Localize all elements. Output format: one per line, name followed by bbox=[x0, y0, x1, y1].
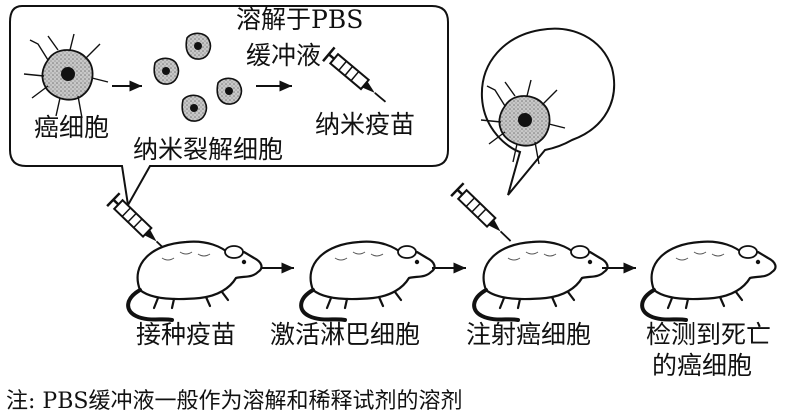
nano-vaccine-label: 纳米疫苗 bbox=[315, 111, 415, 139]
step-3-label: 注射癌细胞 bbox=[466, 321, 591, 349]
nano-lysed-cell-1 bbox=[186, 33, 210, 59]
process-bubble bbox=[10, 6, 448, 205]
cancer-cell-label: 癌细胞 bbox=[34, 114, 109, 142]
injection-syringe bbox=[451, 183, 517, 247]
nano-lysed-cell-3 bbox=[217, 78, 241, 104]
mouse-1 bbox=[128, 242, 261, 320]
nano-lysed-cell-2 bbox=[154, 58, 178, 84]
dissolve-label-line2: 缓冲液 bbox=[246, 42, 321, 70]
mouse-4 bbox=[642, 242, 775, 320]
step-4-label-line2: 的癌细胞 bbox=[652, 352, 752, 380]
mouse-3 bbox=[474, 242, 607, 320]
step-4-label-line1: 检测到死亡 bbox=[646, 321, 771, 349]
mouse-2 bbox=[301, 242, 434, 320]
step-1-label: 接种疫苗 bbox=[136, 321, 236, 349]
nano-lysed-cell-4 bbox=[182, 95, 206, 121]
nano-lysed-cells-label: 纳米裂解细胞 bbox=[133, 136, 283, 164]
step-2-label: 激活淋巴细胞 bbox=[270, 321, 420, 349]
footnote: 注: PBS缓冲液一般作为溶解和稀释试剂的溶剂 bbox=[6, 388, 462, 416]
dissolve-label-line1: 溶解于PBS bbox=[236, 6, 363, 34]
